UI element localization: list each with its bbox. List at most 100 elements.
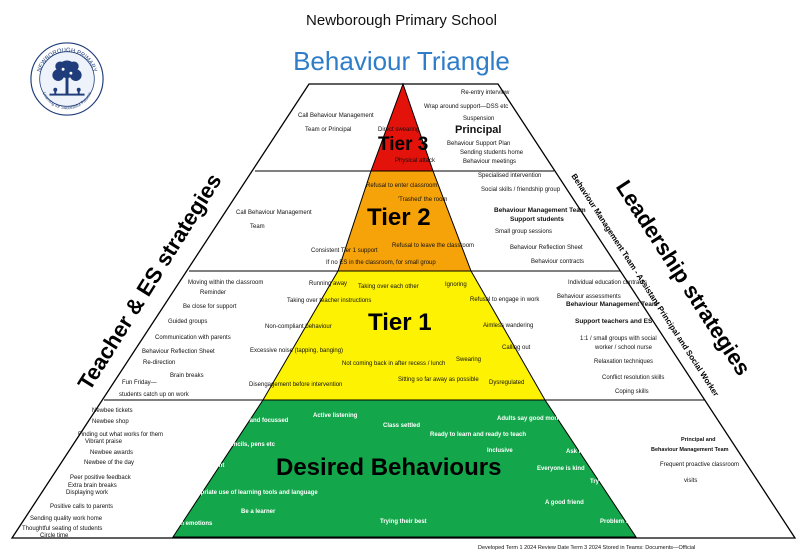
desired-left-text: Positive calls to parents — [50, 504, 114, 510]
desired-item: Be a learner — [241, 509, 276, 515]
tier2-label: Tier 2 — [367, 204, 431, 231]
tier2-right-text: Behaviour contracts — [531, 259, 585, 265]
tier1-left-text: Reminder — [200, 290, 227, 296]
desired-item: Ask for help — [566, 449, 601, 455]
tier3-left-text: Call Behaviour Management — [298, 113, 374, 119]
desired-item: Ready to learn and ready to teach — [430, 432, 527, 438]
desired-item: Inclusive — [487, 448, 513, 454]
tier2-right-text: Social skills / friendship group — [481, 187, 561, 193]
tier1-right-heading: Support teachers and ES — [575, 318, 653, 325]
desired-left-text: Circle time — [40, 533, 69, 539]
tier2-item: If no ES in the classroom, for small gro… — [326, 260, 436, 266]
desired-left-text: Thoughtful seating of students — [22, 526, 103, 532]
tier1-left-text: Behaviour Reflection Sheet — [142, 349, 215, 355]
desired-right-text: visits — [684, 478, 698, 484]
desired-left-text: Newbee shop — [92, 419, 129, 425]
tier3-right-text: Sending students home — [460, 150, 524, 156]
desired-item: Looking after pencils, pens etc — [187, 442, 276, 448]
tier3-right-text: Re-entry interview — [461, 90, 510, 96]
tier1-right-text: Conflict resolution skills — [602, 375, 665, 381]
tier1-right-text: Coping skills — [615, 389, 649, 395]
tier2-right-text: Small group sessions — [495, 229, 553, 235]
tier1-right-text: Individual education contracts — [568, 280, 648, 286]
tier1-left-text: Moving within the classroom — [188, 280, 264, 286]
tier1-right-text: Behaviour assessments — [557, 294, 621, 300]
school-name: Newborough Primary School — [306, 12, 497, 29]
tier2-right-text: Specialised intervention — [478, 173, 542, 179]
tier1-item: Not coming back in after recess / lunch — [342, 361, 446, 367]
tier1-left-text: Guided groups — [168, 319, 208, 325]
desired-item: Regulate own emotions — [145, 521, 213, 527]
desired-left-text: Newbee of the day — [84, 460, 135, 466]
tier1-item: Taking over teacher instructions — [287, 298, 372, 304]
tier1-item: Refusal to engage in work — [470, 297, 540, 303]
desired-right-text: Frequent proactive classroom — [660, 462, 740, 468]
tier2-item: Consistent Tier 1 support — [311, 248, 378, 254]
tier1-left-text: Be close for support — [183, 304, 237, 310]
desired-left-text: Finding out what works for them — [78, 432, 164, 438]
desired-right-heading: Principal and — [681, 437, 716, 443]
desired-item: Appropriate use of learning tools and la… — [183, 490, 318, 496]
tier2-right-text: Behaviour Reflection Sheet — [510, 245, 583, 251]
tier3-right-text: Suspension — [463, 116, 495, 122]
tier3-item: Physical attack — [395, 158, 436, 164]
tier3-item: Direct swearing — [378, 127, 420, 133]
tier3-right-text: Behaviour Support Plan — [447, 141, 511, 147]
desired-item: Active listening — [313, 413, 358, 419]
tier1-item: Calling out — [502, 345, 531, 351]
tier1-item: Aimless wandering — [483, 323, 534, 329]
desired-left-text: Sending quality work home — [30, 516, 103, 522]
tier1-left-text: students catch up on work — [119, 392, 189, 398]
tier1-item: Swearing — [456, 357, 482, 363]
tier3-left-text: Team or Principal — [305, 127, 352, 133]
tier1-right-text: 1:1 / small groups with social — [580, 336, 657, 342]
tier2-item: 'Trashed' the room — [398, 197, 448, 203]
page-title: Behaviour Triangle — [293, 46, 510, 76]
tier2-item: Refusal to leave the classroom — [392, 243, 475, 249]
document-footer: Developed Term 1 2024 Review Date Term 3… — [478, 545, 696, 551]
tier1-item: Taking over each other — [358, 284, 419, 290]
tier1-right-heading: Behaviour Management Team — [566, 301, 658, 308]
tier1-item: Sitting so far away as possible — [398, 377, 479, 383]
tier3-label: Tier 3 — [378, 134, 429, 155]
tier3-right-text: Wrap around support—DSS etc — [424, 104, 509, 110]
tier1-label: Tier 1 — [368, 309, 432, 336]
tier1-item: Running away — [309, 281, 348, 287]
desired-left-text: Displaying work — [66, 490, 109, 496]
desired-item: Try new things — [590, 479, 633, 485]
tier1-item: Disengagement before intervention — [249, 382, 343, 388]
desired-item: Trying their best — [380, 519, 427, 525]
desired-item: Problem solver — [600, 519, 644, 525]
desired-item: Everyone is kind — [537, 466, 585, 472]
tier1-item: Dysregulated — [489, 380, 525, 386]
tier1-left-text: Communication with parents — [155, 335, 231, 341]
tier1-left-text: Brain breaks — [170, 373, 204, 379]
desired-left-text: Extra brain breaks — [68, 483, 117, 489]
desired-left-text: Newbee awards — [90, 450, 134, 456]
tier1-right-text: worker / school nurse — [595, 345, 653, 351]
tier1-left-text: Re-direction — [143, 360, 176, 366]
desired-item: Students engaged and focussed — [196, 418, 289, 424]
tier2-left-text: Call Behaviour Management — [236, 210, 312, 216]
tier1-left-text: Fun Friday— — [122, 380, 157, 386]
desired-left-text: Peer positive feedback — [70, 475, 131, 481]
school-logo: NEWBOROUGH PRIMARY Learning for Successf… — [30, 42, 104, 116]
desired-item: Safe movement — [180, 463, 225, 469]
desired-left-text: Newbee tickets — [92, 408, 133, 414]
tier2-left-text: Team — [250, 224, 265, 230]
desired-left-text: Vibrant praise — [85, 439, 122, 445]
tier1-item: Excessive noise (tapping, banging) — [250, 348, 344, 354]
desired-right-heading: Behaviour Management Team — [651, 447, 729, 453]
desired-item: Adults say good morning to all students — [497, 416, 612, 422]
tier3-right-heading: Principal — [455, 124, 502, 136]
tier2-right-heading: Support students — [510, 216, 564, 223]
tier1-item: Non-compliant behaviour — [265, 324, 332, 330]
desired-item: A good friend — [545, 500, 584, 506]
tier1-right-text: Relaxation techniques — [594, 359, 654, 365]
tier1-item: Ignoring — [445, 282, 467, 288]
tier2-item: Refusal to enter classroom — [366, 183, 438, 189]
desired-item: Class settled — [383, 423, 421, 429]
desired-label: Desired Behaviours — [276, 454, 502, 481]
tier2-right-heading: Behaviour Management Team — [494, 207, 586, 214]
